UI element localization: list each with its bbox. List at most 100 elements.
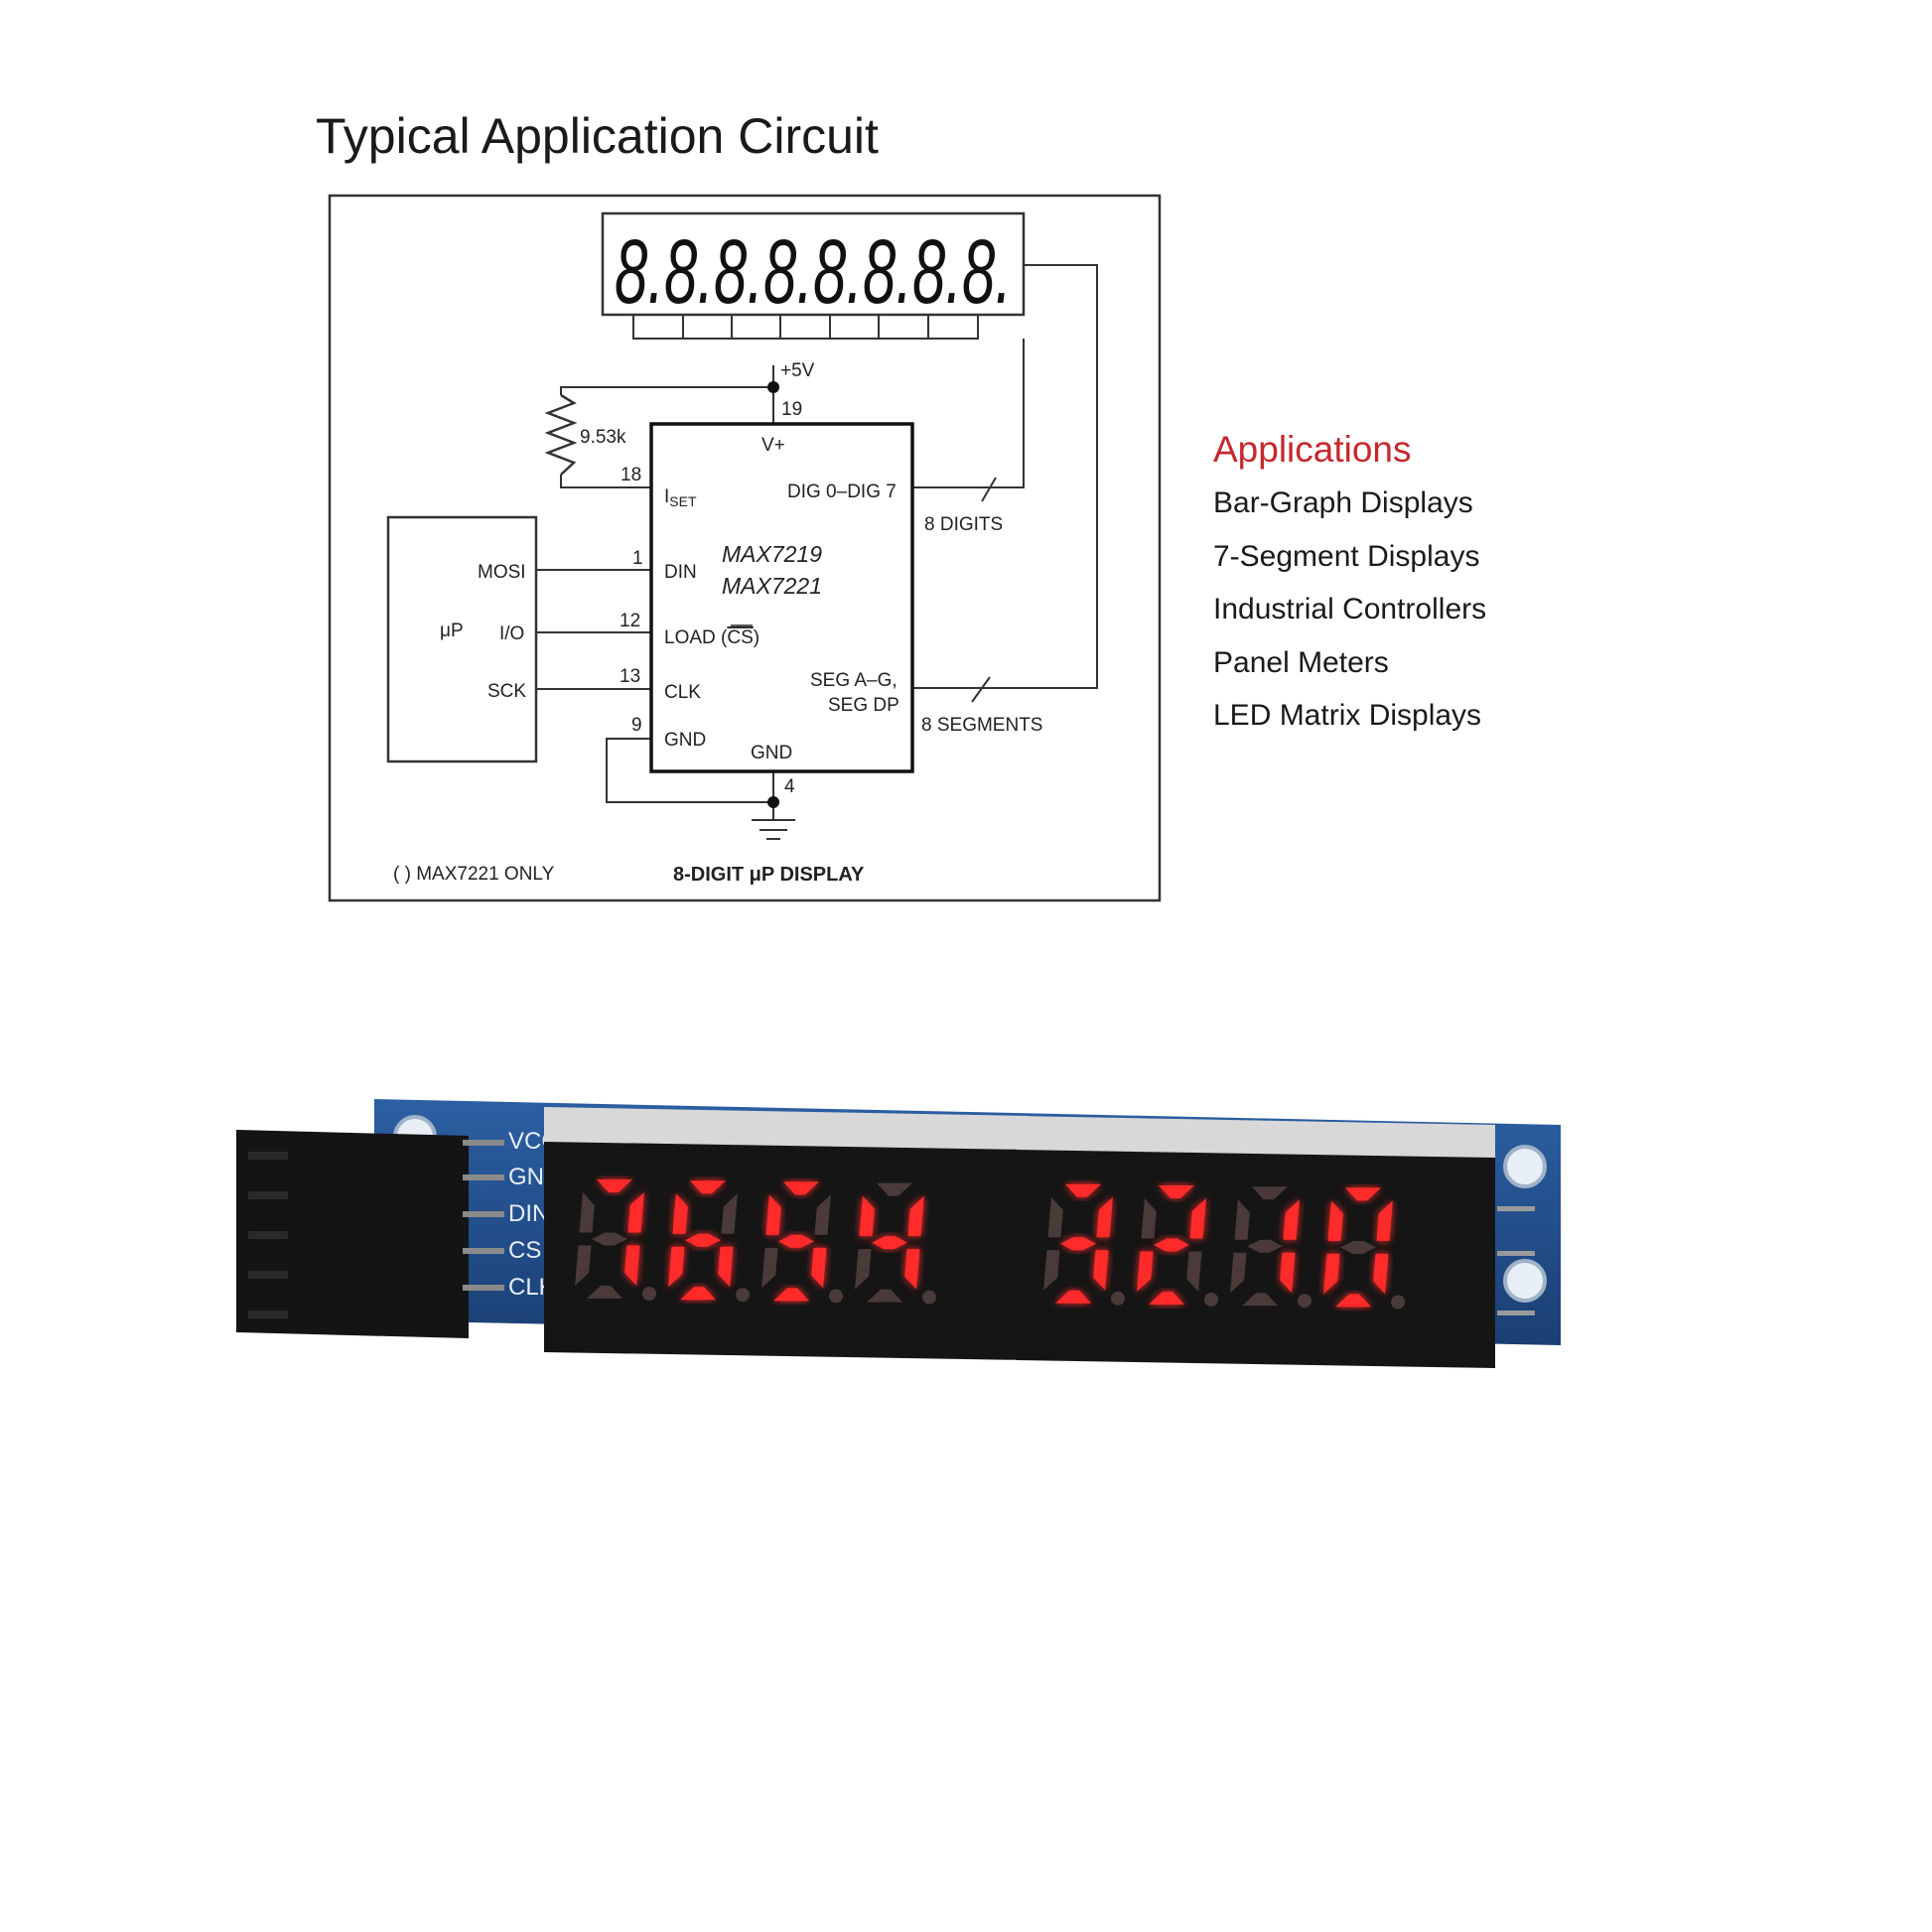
segment-a [1065,1183,1101,1197]
dig-range-label: DIG 0–DIG 7 [787,482,897,502]
segment-b [814,1194,831,1235]
segment-a [1252,1186,1288,1200]
pin-label-cs: CS [508,1237,541,1264]
mount-hole-top-right [1503,1145,1547,1188]
segment-f [1141,1198,1157,1239]
segment-d [773,1288,809,1302]
segment-a [783,1181,819,1195]
segment-g [872,1236,907,1250]
segment-g [592,1232,627,1246]
segment-e [1323,1253,1340,1295]
display-module-right [1017,1116,1495,1368]
segment-c [1093,1250,1109,1291]
segment-d [1335,1294,1371,1308]
wires [536,264,1098,820]
segment-d [867,1289,902,1303]
segment-f [765,1194,781,1235]
mosi-label: MOSI [478,562,526,583]
diagram-caption: 8-DIGIT μP DISPLAY [673,864,865,886]
segment-c [1373,1253,1389,1295]
segment-b [1096,1196,1113,1238]
segment-e [1043,1250,1060,1291]
segment-d [1242,1293,1278,1307]
segment-a [597,1179,632,1192]
applications-title: Applications [1213,429,1412,470]
vplus-supply-label: +5V [780,360,815,381]
segment-f [1234,1199,1250,1240]
segment-f [859,1195,875,1237]
din-label: DIN [664,562,697,583]
iset-label: ISET [664,486,697,509]
segment-e [1230,1252,1247,1294]
seg-label-1: SEG A–G, [810,670,897,691]
digits-bus-label: 8 DIGITS [924,514,1003,535]
segments-bus-label: 8 SEGMENTS [921,715,1042,736]
segment-c [718,1246,734,1288]
segment-e [855,1249,872,1290]
decimal-point [829,1289,843,1304]
segment-f [1047,1196,1063,1238]
segment-a [1345,1187,1381,1201]
segment-d [680,1287,716,1301]
gnd-bottom-label: GND [751,743,792,763]
pin-9-label: 9 [631,715,642,736]
segment-e [575,1245,592,1286]
display-module-left [544,1107,1029,1360]
segment-b [1189,1198,1206,1239]
display-pins [632,315,979,340]
led-digit-0 [1323,1187,1405,1310]
list-item: LED Matrix Displays [1213,699,1482,732]
segment-g [1154,1238,1189,1252]
segment-b [1283,1199,1300,1240]
segment-a [877,1182,912,1196]
decimal-point [922,1290,936,1305]
digit-display-text: 8.8.8.8.8.8.8.8. [615,221,1012,323]
segment-f [1327,1200,1343,1241]
gnd-left-label: GND [664,730,706,751]
decimal-point [1111,1291,1125,1306]
segments-bus-slash [971,676,991,703]
seg-label-2: SEG DP [828,695,899,716]
list-item: Bar-Graph Displays [1213,486,1473,519]
ground-symbol [752,819,795,840]
load-cs-label: LOAD (CS) [664,627,759,648]
segment-g [1060,1237,1096,1251]
footnote-label: ( ) MAX7221 ONLY [393,864,555,885]
segment-b [721,1193,738,1234]
resistor-value-label: 9.53k [580,427,626,448]
segment-c [811,1247,827,1289]
segment-g [685,1233,721,1247]
list-item: 7-Segment Displays [1213,539,1480,573]
led-digit-4 [855,1182,936,1305]
gnd-junction [767,796,779,808]
pin-label-din: DIN [508,1200,549,1227]
led-digit-5 [761,1181,843,1304]
up-label: μP [440,621,464,641]
sck-label: SCK [487,681,526,702]
list-item: Panel Meters [1213,645,1389,679]
led-digit-2 [1137,1185,1218,1307]
pin-12-label: 12 [620,611,640,631]
segment-g [778,1234,814,1248]
page-title: Typical Application Circuit [316,108,879,164]
right-header-pins [1497,1206,1535,1315]
segment-f [579,1192,595,1233]
chip-name-2: MAX7221 [722,573,822,599]
decimal-point [642,1287,656,1301]
seven-segment-digits [575,1179,1405,1310]
decimal-point [1204,1293,1218,1307]
segment-b [907,1195,924,1237]
segment-c [1186,1251,1202,1292]
pin-4-label: 4 [784,776,795,797]
pin-1-label: 1 [632,548,643,569]
led-digit-1 [1230,1186,1311,1309]
applications-panel: Applications Bar-Graph Displays 7-Segmen… [1213,429,1630,755]
decimal-point [1298,1294,1311,1309]
pin-18-label: 18 [621,465,641,485]
pin-13-label: 13 [620,666,640,687]
segment-c [624,1245,640,1286]
segment-g [1247,1239,1283,1253]
circuit-diagram: 8.8.8.8.8.8.8.8. [328,194,1162,902]
chip-name-1: MAX7219 [722,541,822,567]
